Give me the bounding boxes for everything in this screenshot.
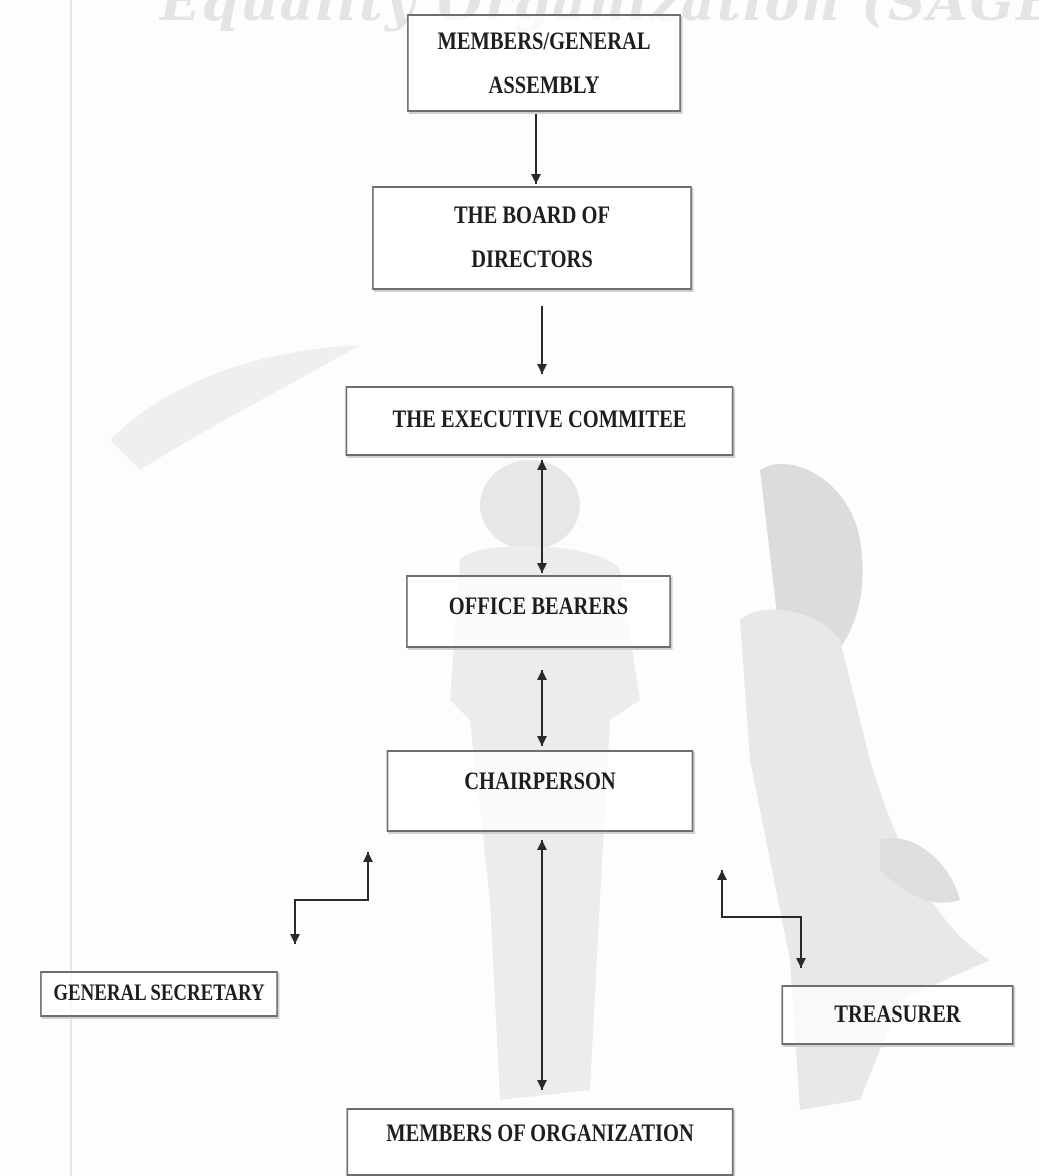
board-of-directors-label: THE BOARD OF DIRECTORS: [453, 202, 611, 273]
treasurer-box: TREASURER: [781, 985, 1014, 1045]
chairperson-box: CHAIRPERSON: [386, 750, 694, 832]
executive-committee-label: THE EXECUTIVE COMMITEE: [392, 406, 687, 433]
members-general-assembly-label: MEMBERS/GENERAL ASSEMBLY: [437, 28, 651, 99]
page-margin-rule: [70, 0, 72, 1176]
board-of-directors-box: THE BOARD OF DIRECTORS: [372, 186, 692, 290]
office-bearers-box: OFFICE BEARERS: [406, 575, 671, 648]
office-bearers-label: OFFICE BEARERS: [448, 593, 629, 620]
chairperson-label: CHAIRPERSON: [464, 768, 616, 795]
treasurer-label: TREASURER: [834, 1001, 961, 1028]
executive-committee-box: THE EXECUTIVE COMMITEE: [345, 386, 734, 456]
members-of-organization-label: MEMBERS OF ORGANIZATION: [386, 1120, 694, 1147]
general-secretary-label: GENERAL SECRETARY: [53, 980, 265, 1005]
general-secretary-box: GENERAL SECRETARY: [40, 971, 278, 1017]
members-general-assembly-box: MEMBERS/GENERAL ASSEMBLY: [407, 14, 681, 112]
members-of-organization-box: MEMBERS OF ORGANIZATION: [346, 1108, 734, 1176]
